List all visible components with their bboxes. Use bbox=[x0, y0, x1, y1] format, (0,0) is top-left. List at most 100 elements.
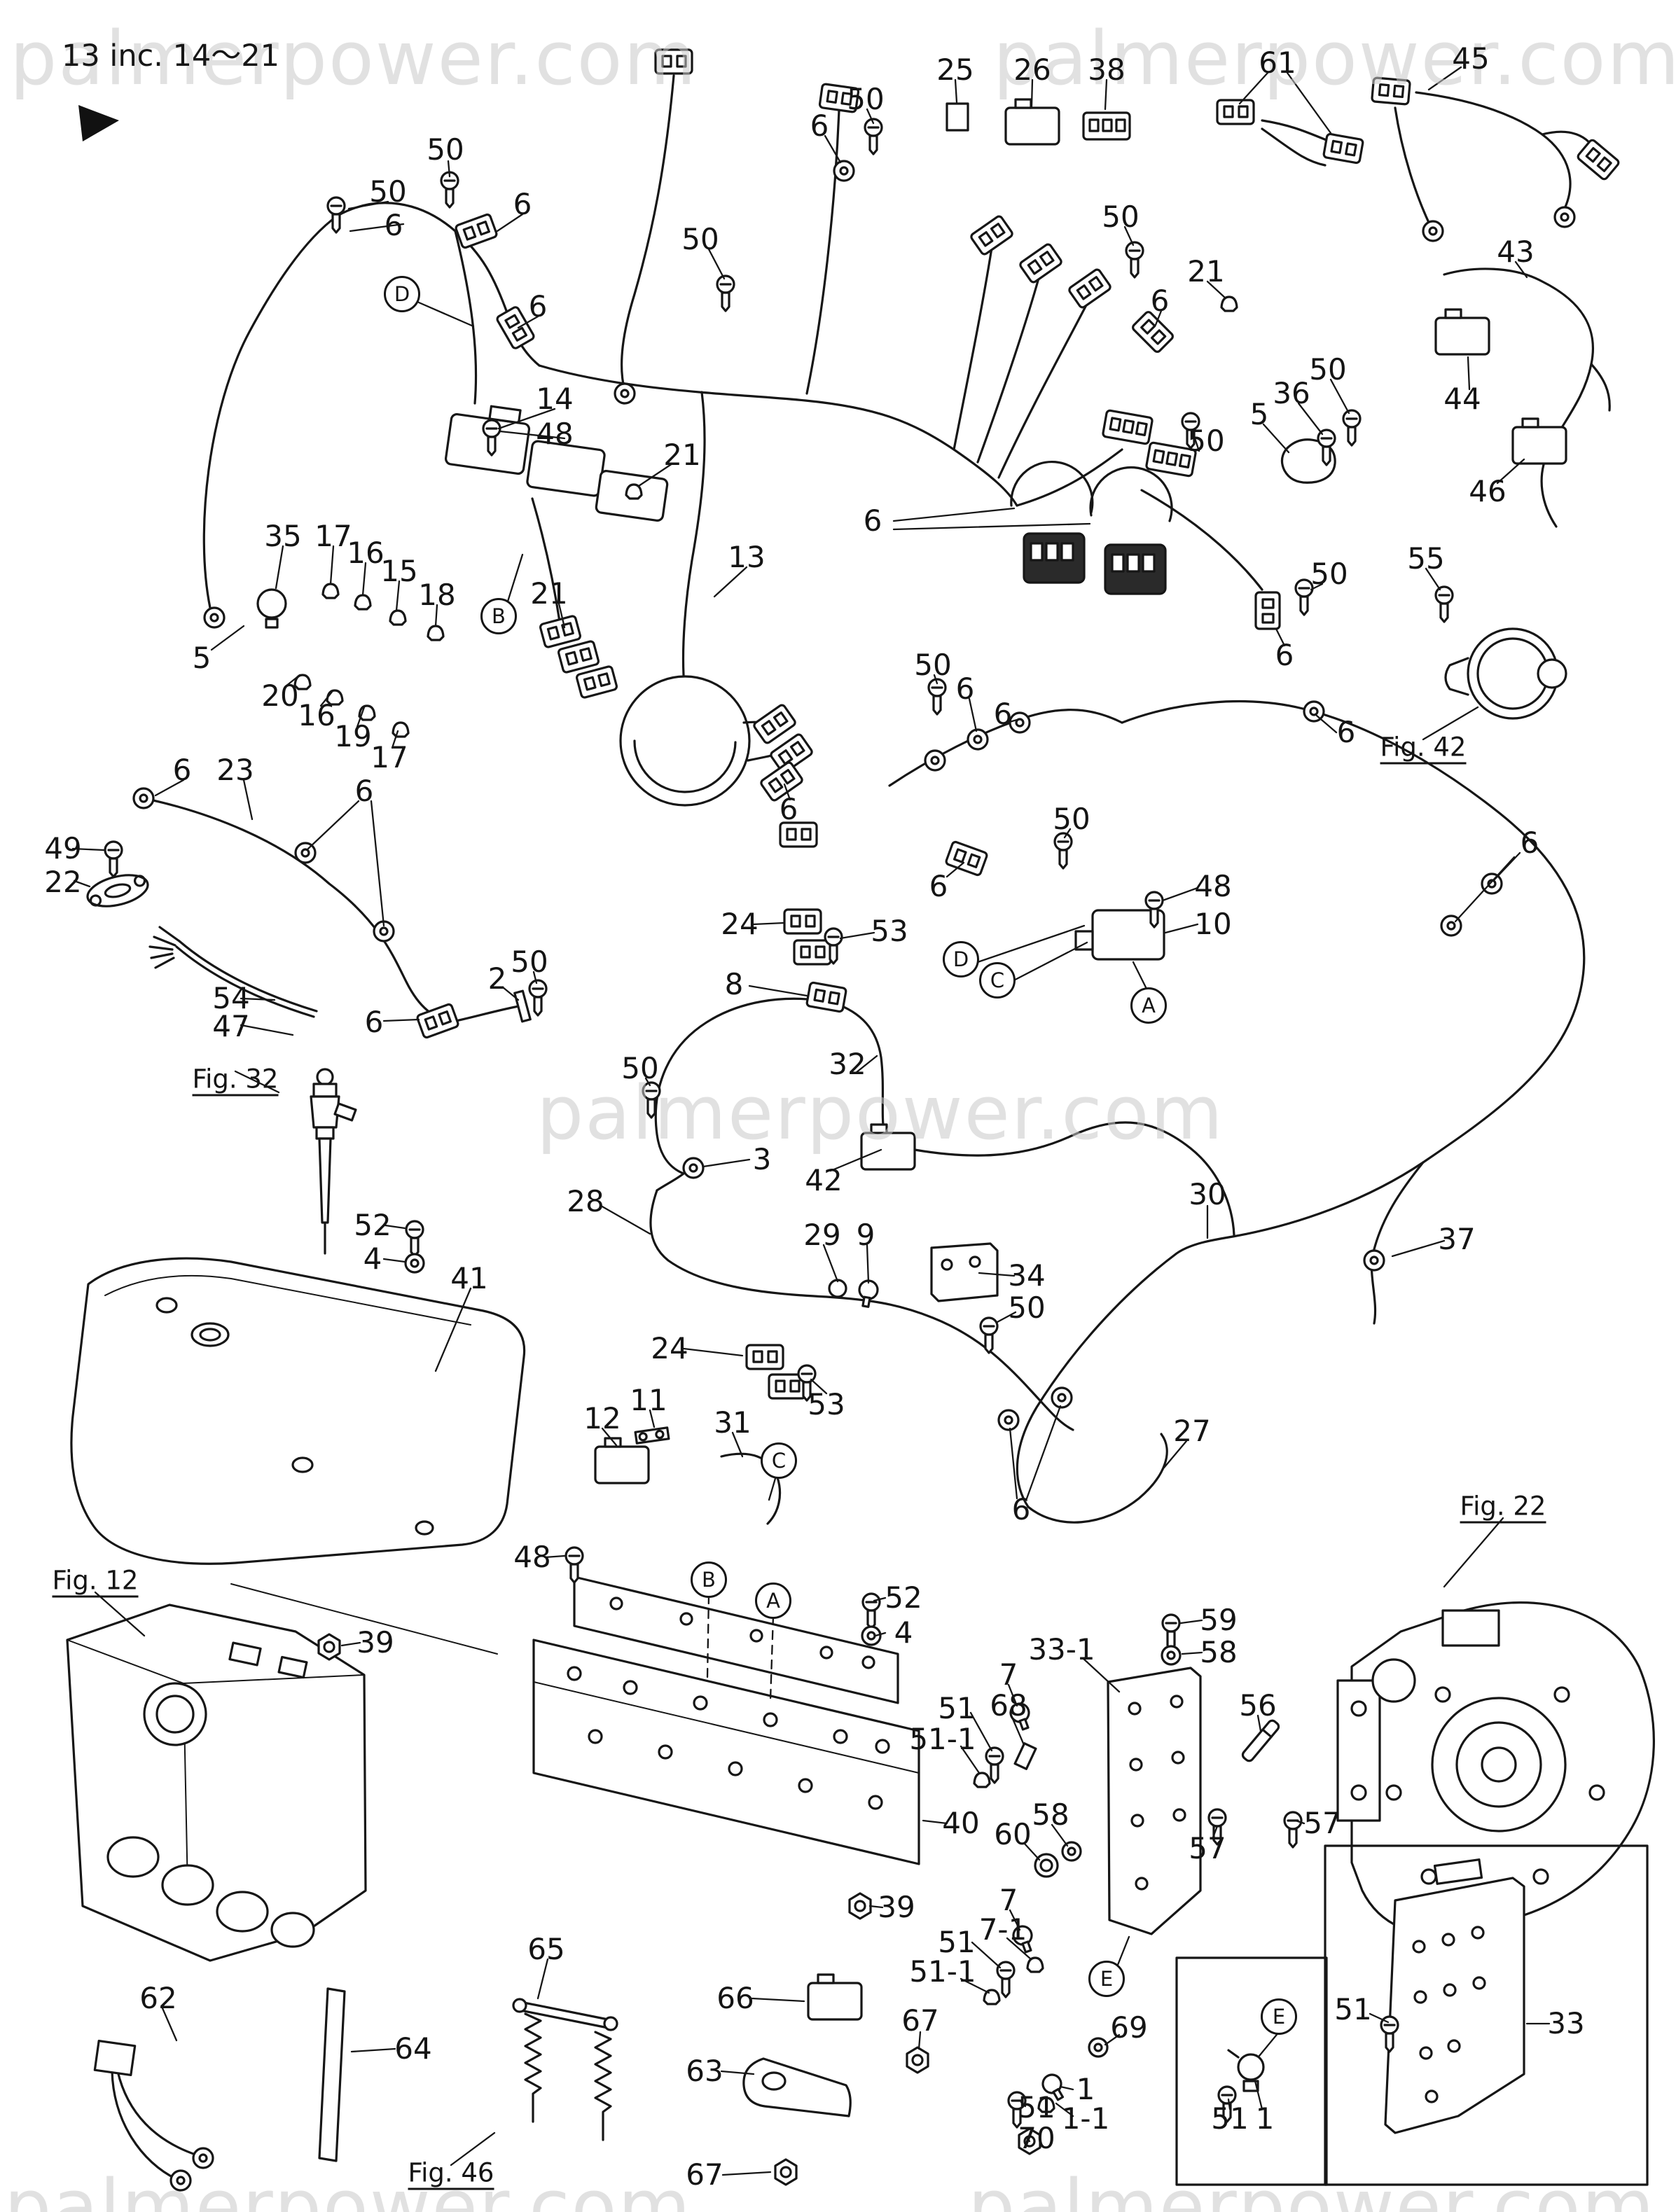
callout-40: 40 bbox=[942, 1806, 980, 1840]
callout-17: 17 bbox=[314, 519, 352, 553]
balloon-letter-A: A bbox=[755, 1583, 791, 1619]
callout-57: 57 bbox=[1303, 1806, 1341, 1840]
glow-plugs bbox=[512, 1998, 618, 2141]
callout-9: 9 bbox=[856, 1218, 875, 1252]
callout-66: 66 bbox=[716, 1981, 754, 2015]
callout-6: 6 bbox=[1520, 826, 1539, 860]
callout-6: 6 bbox=[1275, 638, 1294, 672]
callout-13: 13 bbox=[728, 540, 766, 574]
callout-50: 50 bbox=[1102, 200, 1140, 234]
callout-6: 6 bbox=[929, 869, 948, 903]
leader-lines bbox=[71, 66, 1551, 2176]
plug-25 bbox=[946, 102, 969, 132]
callout-59: 59 bbox=[1200, 1603, 1238, 1637]
callout-50: 50 bbox=[369, 174, 407, 209]
callout-6: 6 bbox=[955, 672, 975, 706]
callout-11: 11 bbox=[630, 1383, 667, 1417]
callout-34: 34 bbox=[1008, 1258, 1046, 1293]
balloon-letter-C: C bbox=[761, 1442, 797, 1479]
callout-63: 63 bbox=[686, 2054, 723, 2088]
callout-38: 38 bbox=[1088, 53, 1126, 87]
figure-ref: Fig. 22 bbox=[1460, 1494, 1546, 1524]
callout-52: 52 bbox=[885, 1580, 922, 1615]
figure-ref: Fig. 32 bbox=[192, 1066, 279, 1097]
callout-51: 51 bbox=[938, 1925, 976, 1959]
relay-10 bbox=[1074, 909, 1165, 961]
figure-ref: Fig. 12 bbox=[52, 1568, 139, 1598]
callout-7-1: 7-1 bbox=[978, 1912, 1027, 1947]
callout-1: 1 bbox=[1076, 2072, 1095, 2106]
callout-37: 37 bbox=[1438, 1222, 1476, 1256]
callout-7: 7 bbox=[999, 1883, 1018, 1917]
strip-64 bbox=[318, 1987, 346, 2162]
callout-1: 1 bbox=[1255, 2101, 1275, 2136]
callout-52: 52 bbox=[354, 1208, 392, 1242]
callout-2: 2 bbox=[487, 961, 507, 996]
callout-15: 15 bbox=[380, 554, 418, 588]
callout-4: 4 bbox=[894, 1615, 913, 1650]
callout-28: 28 bbox=[567, 1184, 604, 1218]
callout-36: 36 bbox=[1273, 376, 1310, 410]
callout-25: 25 bbox=[936, 53, 974, 87]
callout-70: 70 bbox=[1018, 2121, 1055, 2155]
callout-4: 4 bbox=[363, 1241, 382, 1276]
callout-29: 29 bbox=[803, 1218, 841, 1252]
callout-67: 67 bbox=[686, 2157, 723, 2192]
corner-marker-triangle bbox=[78, 105, 119, 141]
pin-56 bbox=[1241, 1719, 1280, 1762]
callout-30: 30 bbox=[1189, 1177, 1226, 1211]
callout-43: 43 bbox=[1497, 235, 1535, 269]
callout-68: 68 bbox=[990, 1688, 1027, 1723]
callout-50: 50 bbox=[427, 132, 464, 167]
callout-22: 22 bbox=[44, 865, 82, 899]
callout-62: 62 bbox=[139, 1981, 177, 2015]
callout-50: 50 bbox=[1310, 557, 1348, 591]
callout-35: 35 bbox=[264, 519, 302, 553]
dark-connector-blocks bbox=[1023, 532, 1167, 595]
callout-8: 8 bbox=[724, 967, 744, 1001]
callout-5: 5 bbox=[192, 641, 212, 675]
callout-6: 6 bbox=[354, 774, 374, 808]
callout-41: 41 bbox=[450, 1261, 488, 1295]
flywheel-housing bbox=[1336, 1601, 1655, 1936]
callout-6: 6 bbox=[993, 697, 1013, 731]
callout-61: 61 bbox=[1259, 46, 1296, 80]
callout-50: 50 bbox=[1309, 352, 1347, 387]
watermark: palmerpower.com bbox=[536, 1070, 1224, 1156]
callout-39: 39 bbox=[878, 1890, 915, 1924]
connector-62 bbox=[93, 2039, 137, 2077]
callout-51: 51 bbox=[1211, 2101, 1249, 2136]
callout-14: 14 bbox=[536, 382, 574, 416]
callout-67: 67 bbox=[901, 2003, 939, 2038]
watermark: palmerpower.com bbox=[968, 2164, 1656, 2212]
figure-ref: Fig. 42 bbox=[1380, 735, 1467, 765]
balloon-letter-E: E bbox=[1088, 1961, 1125, 1997]
callout-6: 6 bbox=[779, 792, 798, 826]
callout-17: 17 bbox=[370, 740, 408, 774]
cylinder-head bbox=[66, 1583, 498, 1962]
callout-21: 21 bbox=[1187, 254, 1225, 288]
callout-18: 18 bbox=[418, 578, 456, 612]
callout-7: 7 bbox=[999, 1657, 1018, 1692]
part-68 bbox=[1013, 1742, 1037, 1770]
callout-32: 32 bbox=[829, 1047, 866, 1081]
rocker-cover bbox=[70, 1257, 526, 1565]
watermark: palmerpower.com bbox=[4, 2164, 692, 2212]
callout-48: 48 bbox=[536, 417, 574, 451]
callout-49: 49 bbox=[44, 831, 82, 865]
callout-58: 58 bbox=[1032, 1797, 1069, 1832]
callout-39: 39 bbox=[356, 1625, 394, 1660]
callout-23: 23 bbox=[216, 753, 254, 787]
callout-50: 50 bbox=[681, 222, 719, 256]
callout-19: 19 bbox=[334, 719, 372, 753]
callout-21: 21 bbox=[530, 576, 568, 611]
balloon-letter-E: E bbox=[1261, 1998, 1297, 2035]
callout-6: 6 bbox=[1011, 1492, 1031, 1526]
stud-2 bbox=[513, 989, 532, 1023]
callout-5: 5 bbox=[1249, 397, 1269, 431]
callout-46: 46 bbox=[1469, 474, 1507, 508]
callout-50: 50 bbox=[621, 1051, 659, 1085]
